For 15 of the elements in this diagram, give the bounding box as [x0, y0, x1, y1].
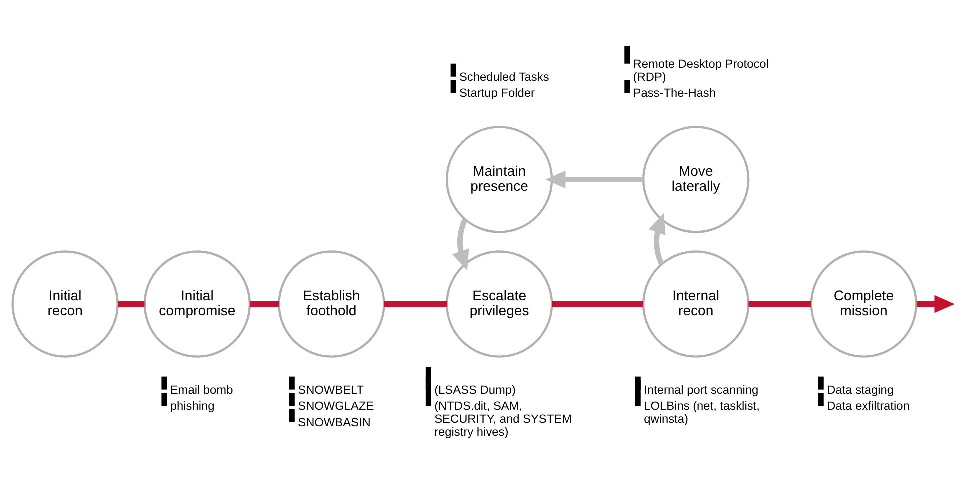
node-label: (NTDS.dit, SAM, SECURITY, and SYSTEM registry hives)	[434, 398, 572, 439]
node-label: phishing	[170, 398, 215, 413]
node-label: Data exfiltration	[827, 398, 910, 413]
node-label: (LSASS Dump)	[434, 382, 516, 396]
node-label: SNOWBELT	[298, 382, 364, 396]
node-label: Scheduled Tasks	[459, 69, 550, 84]
node-label: SNOWBASIN	[298, 414, 371, 429]
node-label: Startup Folder	[459, 86, 535, 100]
node-label: Email bomb	[170, 382, 234, 396]
node-label: Pass-The-Hash	[633, 86, 716, 100]
node-label: SNOWGLAZE	[298, 398, 374, 413]
node-label: Internal port scanning	[644, 382, 759, 396]
node-label: LOLBins (net, tasklist, qwinsta)	[644, 398, 760, 426]
node-label: Data staging	[827, 382, 894, 396]
node-label: Remote Desktop Protocol (RDP)	[633, 56, 769, 84]
